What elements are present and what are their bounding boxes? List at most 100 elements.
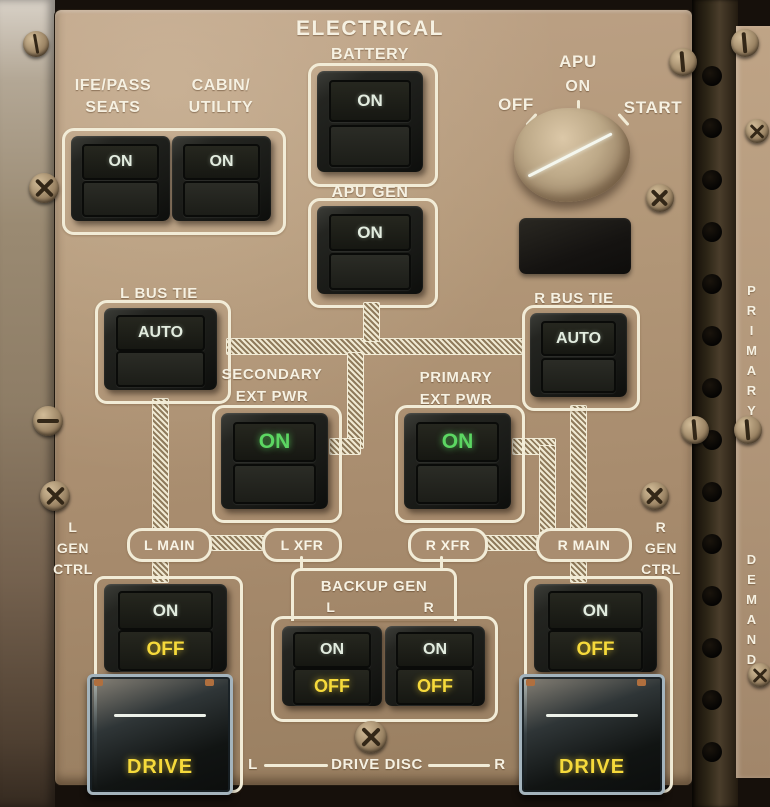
- screw-slot: [734, 416, 762, 444]
- apu-gen-switch-value: ON: [357, 222, 383, 242]
- demand-vertical-label: DEMAND: [744, 552, 759, 672]
- ife-switch-value: ON: [108, 152, 133, 170]
- l-gen-ctrl-line3: CTRL: [53, 561, 93, 577]
- l-gen-ctrl-line2: GEN: [56, 540, 90, 556]
- screw-phillips: [641, 482, 669, 510]
- l-drive-label: DRIVE: [126, 756, 194, 779]
- backup-l-on: ON: [320, 641, 344, 659]
- primary-ext-pwr-label-line2: EXT PWR: [419, 391, 493, 408]
- r-bus-tie-label: R BUS TIE: [534, 290, 614, 307]
- backup-gen-bracket: [291, 568, 457, 621]
- primary-ext-pwr-value: ON: [441, 429, 474, 453]
- rail-hole: [702, 534, 722, 554]
- r-bus-tie-value: AUTO: [555, 329, 602, 347]
- r-bus-tie-switch[interactable]: AUTO: [530, 313, 627, 397]
- bus-line-r-bus-tie-down: [570, 405, 587, 533]
- apu-selector-label: APU: [559, 52, 597, 71]
- screw-slot: [23, 31, 49, 57]
- primary-ext-pwr-outline: [395, 405, 525, 523]
- battery-switch-value: ON: [357, 91, 383, 111]
- apu-selector-knob[interactable]: [514, 108, 630, 202]
- l-xfr-tag-text: L XFR: [280, 537, 324, 553]
- l-gen-off: OFF: [146, 639, 185, 661]
- primary-ext-pwr-switch[interactable]: ON: [404, 413, 511, 509]
- rail-hole: [702, 326, 722, 346]
- battery-switch[interactable]: ON: [317, 71, 423, 172]
- backup-r-off: OFF: [417, 675, 453, 696]
- battery-outline: [308, 63, 438, 187]
- backup-connector-left: [300, 556, 303, 571]
- r-gen-off: OFF: [576, 639, 615, 661]
- l-bus-tie-value: AUTO: [137, 323, 184, 341]
- drive-disc-r: R: [494, 756, 506, 773]
- l-bus-tie-switch[interactable]: AUTO: [104, 308, 217, 390]
- r-main-tag-text: R MAIN: [557, 537, 611, 553]
- ife-cabin-outline: [62, 128, 286, 235]
- r-drive-guard-line: [545, 713, 639, 717]
- backup-gen-l-label: L: [326, 599, 336, 615]
- backup-gen-r-switch[interactable]: ON OFF: [385, 626, 485, 706]
- screw-phillips: [745, 119, 769, 143]
- bus-line-secondary-vertical: [347, 352, 364, 449]
- secondary-ext-pwr-label-line2: EXT PWR: [235, 388, 309, 405]
- backup-connector-right: [440, 556, 443, 571]
- backup-r-on: ON: [423, 641, 447, 659]
- l-gen-ctrl-line1: L: [68, 519, 78, 535]
- r-gen-switch[interactable]: ON OFF: [534, 584, 657, 672]
- l-drive-guard-line: [113, 713, 207, 717]
- screw-phillips: [29, 173, 59, 203]
- battery-label: BATTERY: [331, 46, 409, 63]
- screw-phillips: [355, 721, 387, 753]
- r-gen-ctrl-line1: R: [655, 519, 667, 535]
- rail-hole: [702, 170, 722, 190]
- screw-slot: [669, 48, 697, 76]
- drive-disc-title: DRIVE DISC: [331, 756, 423, 773]
- secondary-ext-pwr-outline: [212, 405, 342, 523]
- apu-gen-label: APU GEN: [331, 184, 409, 201]
- drive-disc-dash-right: [428, 764, 490, 767]
- rail-hole: [702, 482, 722, 502]
- blank-indicator: [519, 218, 631, 274]
- rail-hole: [702, 742, 722, 762]
- r-gen-ctrl-line3: CTRL: [641, 561, 681, 577]
- apu-knob-pointer: [519, 124, 623, 186]
- bus-line-l-bus-tie-down: [152, 398, 169, 533]
- cabin-utility-label-line2: UTILITY: [188, 99, 254, 116]
- r-drive-guarded-switch[interactable]: DRIVE: [519, 674, 665, 795]
- cabin-utility-label-line1: CABIN/: [191, 77, 251, 94]
- l-gen-on: ON: [152, 600, 179, 620]
- backup-gen-outline: [271, 616, 498, 722]
- ife-pass-seats-switch[interactable]: ON: [71, 136, 170, 221]
- backup-gen-r-label: R: [423, 599, 435, 615]
- primary-ext-pwr-label-line1: PRIMARY: [419, 369, 493, 386]
- rail-hole: [702, 118, 722, 138]
- l-drive-guarded-switch[interactable]: DRIVE: [87, 674, 233, 795]
- r-gen-ctrl-line2: GEN: [644, 540, 678, 556]
- panel-title: ELECTRICAL: [296, 17, 444, 40]
- backup-l-off: OFF: [314, 675, 350, 696]
- apu-position-off: OFF: [498, 95, 534, 114]
- apu-position-start: START: [623, 98, 683, 117]
- apu-gen-switch[interactable]: ON: [317, 206, 423, 294]
- adjacent-panel: [736, 26, 770, 778]
- screw-slot: [33, 406, 63, 436]
- left-frame-strip: [0, 0, 55, 807]
- r-gen-on: ON: [582, 600, 609, 620]
- screw-phillips: [646, 184, 674, 212]
- bus-line-primary-vertical: [539, 445, 556, 535]
- secondary-ext-pwr-label-line1: SECONDARY: [221, 366, 323, 383]
- bus-line-secondary-horizontal: [329, 438, 361, 455]
- l-gen-switch[interactable]: ON OFF: [104, 584, 227, 672]
- drive-disc-l: L: [248, 756, 258, 773]
- primary-vertical-label: PRIMARY: [744, 283, 759, 423]
- secondary-ext-pwr-switch[interactable]: ON: [221, 413, 328, 509]
- l-xfr-tag: L XFR: [262, 528, 342, 562]
- bus-line-apu-gen-feed: [363, 302, 380, 342]
- cabin-switch-value: ON: [209, 152, 234, 170]
- r-main-tag: R MAIN: [536, 528, 632, 562]
- rail-hole: [702, 638, 722, 658]
- bus-line-rxfr-rmain: [479, 535, 541, 551]
- cabin-utility-switch[interactable]: ON: [172, 136, 271, 221]
- backup-gen-l-switch[interactable]: ON OFF: [282, 626, 382, 706]
